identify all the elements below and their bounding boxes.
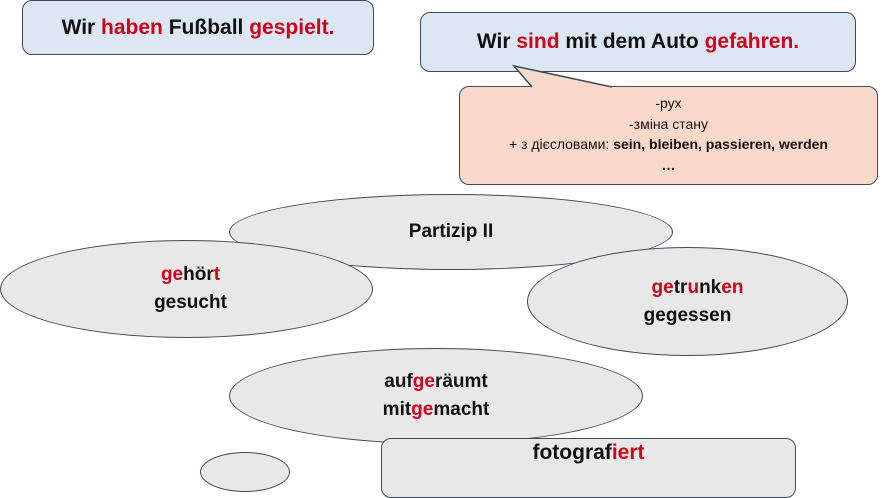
stem-hoer: hör — [183, 264, 214, 285]
infix-ge: ge — [411, 399, 434, 420]
infix-ge: ge — [412, 371, 435, 392]
strong-verbs-ellipse: getrunken gegessen — [527, 247, 848, 356]
suffix-iert: iert — [611, 441, 645, 464]
sentence-haben-prefix: Wir — [61, 15, 102, 39]
sentence-sein-box: Wir sind mit dem Auto gefahren. — [420, 12, 856, 72]
note-line-state-change: -зміна стану — [629, 115, 708, 132]
suffix-t: t — [213, 264, 221, 285]
note-verbs-prefix: + з дієсловами: — [509, 136, 614, 152]
rest-raeumt: räumt — [434, 371, 488, 392]
participle-gesucht: gesucht — [154, 292, 227, 313]
auxiliary-sind: sind — [516, 30, 560, 53]
participle-gefahren: gefahren. — [704, 30, 800, 53]
sentence-haben-box: Wir haben Fußball gespielt. — [22, 0, 374, 55]
stem-fotograf: fotograf — [532, 441, 612, 464]
separable-verbs-ellipse: aufgeräumt mitgemacht — [229, 348, 643, 444]
auxiliary-haben: haben — [101, 15, 163, 39]
participle-gespielt: gespielt. — [249, 15, 335, 39]
participle-gehoert: gehört — [161, 261, 220, 289]
suffix-en: en — [721, 276, 744, 298]
participle-getrunken: getrunken — [652, 274, 744, 302]
sein-usage-note: -рух -зміна стану + з дієсловами: sein, … — [459, 86, 878, 185]
sentence-sein-middle: mit dem Auto — [559, 30, 705, 53]
stem-tr: tr — [673, 276, 688, 298]
note-verbs-list: sein, bleiben, passieren, werden — [613, 136, 828, 152]
partial-ellipse — [200, 452, 290, 492]
vowel-u: u — [687, 276, 700, 298]
rest-macht: macht — [433, 399, 490, 420]
particle-auf: auf — [384, 371, 413, 392]
note-line-verbs: + з дієсловами: sein, bleiben, passieren… — [460, 134, 877, 155]
note-line-motion: -рух — [655, 95, 682, 111]
particle-mit: mit — [382, 399, 412, 420]
participle-aufgeraeumt: aufgeräumt — [384, 368, 487, 396]
prefix-ge: ge — [651, 276, 674, 298]
sentence-haben-middle: Fußball — [162, 15, 250, 39]
sentence-sein-prefix: Wir — [476, 30, 517, 53]
partizip-title: Partizip II — [408, 221, 494, 242]
participle-gegessen: gegessen — [643, 304, 732, 326]
weak-verbs-ellipse: gehört gesucht — [0, 240, 373, 338]
note-line-ellipsis: … — [661, 156, 676, 173]
participle-mitgemacht: mitgemacht — [383, 396, 490, 424]
stem-nk: nk — [699, 276, 722, 298]
prefix-ge: ge — [160, 264, 184, 285]
